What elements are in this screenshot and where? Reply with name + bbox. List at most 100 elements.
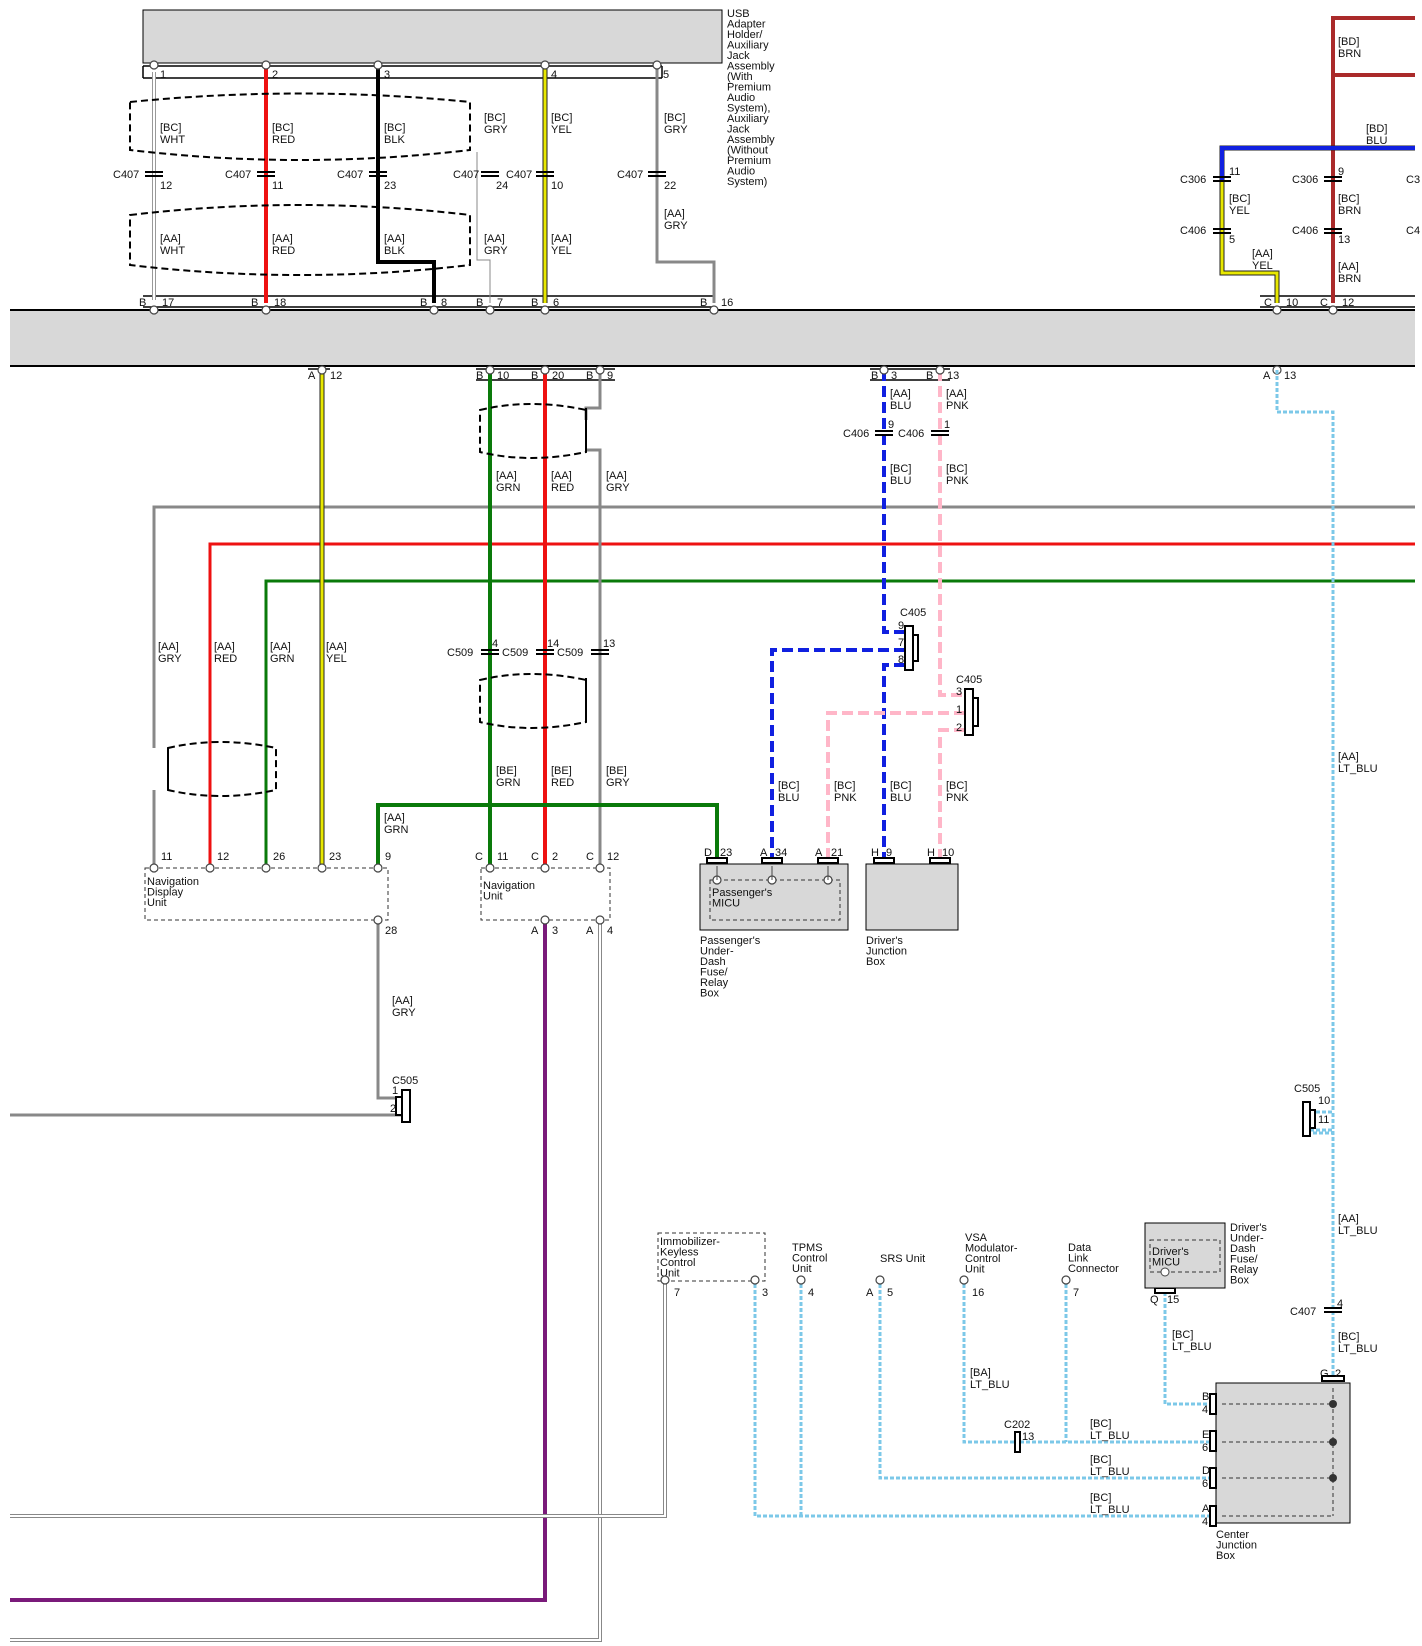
- svg-text:14: 14: [547, 638, 559, 650]
- svg-text:C405: C405: [956, 674, 982, 686]
- svg-text:C: C: [531, 851, 539, 863]
- svg-text:2: 2: [390, 1103, 396, 1115]
- svg-text:9: 9: [888, 419, 894, 431]
- svg-text:10: 10: [497, 370, 509, 382]
- svg-text:A: A: [760, 847, 768, 859]
- svg-text:C406: C406: [898, 428, 924, 440]
- middle-connectors: [395, 430, 979, 1123]
- svg-text:[AA]GRN: [AA]GRN: [270, 641, 295, 665]
- svg-text:3: 3: [552, 925, 558, 937]
- svg-text:[AA]BRN: [AA]BRN: [1338, 261, 1361, 285]
- svg-text:G: G: [1320, 1368, 1329, 1380]
- lt-blu-network: [753, 370, 1335, 1518]
- svg-text:5: 5: [663, 69, 669, 81]
- svg-text:C306: C306: [1292, 174, 1318, 186]
- svg-text:3: 3: [384, 69, 390, 81]
- svg-text:A: A: [866, 1287, 874, 1299]
- svg-text:C505: C505: [1294, 1083, 1320, 1095]
- svg-text:9: 9: [898, 620, 904, 632]
- svg-text:C407: C407: [337, 169, 363, 181]
- svg-text:C407: C407: [506, 169, 532, 181]
- svg-text:10: 10: [942, 847, 954, 859]
- svg-text:C: C: [586, 851, 594, 863]
- svg-text:H: H: [871, 847, 879, 859]
- svg-text:[BC]WHT: [BC]WHT: [160, 122, 185, 146]
- svg-text:34: 34: [775, 847, 787, 859]
- svg-text:15: 15: [1167, 1294, 1179, 1306]
- top-shields: [129, 92, 471, 276]
- svg-text:A: A: [308, 370, 316, 382]
- svg-text:3: 3: [891, 370, 897, 382]
- svg-text:4: 4: [1202, 1404, 1208, 1416]
- svg-text:6: 6: [1202, 1478, 1208, 1490]
- svg-text:13: 13: [1284, 370, 1296, 382]
- svg-text:9: 9: [385, 851, 391, 863]
- svg-text:A: A: [1202, 1503, 1210, 1515]
- nav-unit-wires: [10, 370, 719, 1642]
- svg-text:13: 13: [1022, 1431, 1034, 1443]
- svg-text:[AA]RED: [AA]RED: [551, 470, 574, 494]
- svg-text:11: 11: [161, 851, 172, 863]
- blu-pnk-wires: [770, 370, 965, 860]
- svg-text:C4: C4: [1406, 225, 1420, 237]
- svg-text:[AA]GRY: [AA]GRY: [158, 641, 182, 665]
- svg-text:16: 16: [721, 297, 733, 309]
- svg-text:1: 1: [944, 419, 950, 431]
- svg-text:C407: C407: [225, 169, 251, 181]
- svg-text:SRS Unit: SRS Unit: [880, 1253, 925, 1265]
- svg-text:B: B: [531, 370, 538, 382]
- svg-text:3: 3: [762, 1287, 768, 1299]
- svg-text:12: 12: [330, 370, 342, 382]
- svg-text:C3: C3: [1406, 174, 1420, 186]
- svg-text:23: 23: [720, 847, 732, 859]
- svg-text:[BC]GRY: [BC]GRY: [664, 112, 688, 136]
- svg-text:E: E: [1202, 1429, 1209, 1441]
- svg-text:C: C: [1264, 297, 1272, 309]
- svg-text:5: 5: [1229, 234, 1235, 246]
- svg-text:[BC]LT_BLU: [BC]LT_BLU: [1172, 1329, 1212, 1353]
- svg-text:[AA]GRY: [AA]GRY: [606, 470, 630, 494]
- svg-text:[AA]YEL: [AA]YEL: [1252, 248, 1273, 272]
- svg-text:[BC]PNK: [BC]PNK: [946, 780, 969, 804]
- svg-text:13: 13: [1338, 234, 1350, 246]
- svg-text:C406: C406: [843, 428, 869, 440]
- svg-text:[BE]GRN: [BE]GRN: [496, 765, 521, 789]
- svg-text:12: 12: [217, 851, 229, 863]
- svg-text:B: B: [871, 370, 878, 382]
- svg-text:[BC]LT_BLU: [BC]LT_BLU: [1090, 1454, 1130, 1478]
- svg-text:8: 8: [898, 654, 904, 666]
- svg-text:C: C: [1320, 297, 1328, 309]
- svg-text:9: 9: [886, 847, 892, 859]
- svg-text:26: 26: [273, 851, 285, 863]
- svg-text:1: 1: [392, 1085, 398, 1097]
- svg-text:[BC]GRY: [BC]GRY: [484, 112, 508, 136]
- svg-text:[BC]LT_BLU: [BC]LT_BLU: [1338, 1331, 1378, 1355]
- svg-text:16: 16: [972, 1287, 984, 1299]
- svg-text:17: 17: [162, 297, 174, 309]
- lt-blu-labels: C505 10 11 [AA]LT_BLU C407 4 [BC]LT_BLU …: [970, 1083, 1378, 1516]
- svg-text:22: 22: [664, 180, 676, 192]
- svg-text:B: B: [476, 297, 483, 309]
- svg-text:6: 6: [1202, 1442, 1208, 1454]
- svg-text:[BC]PNK: [BC]PNK: [834, 780, 857, 804]
- svg-text:4: 4: [551, 69, 557, 81]
- svg-text:C202: C202: [1004, 1419, 1030, 1431]
- svg-text:[BC]BRN: [BC]BRN: [1338, 193, 1361, 217]
- svg-text:[BC]PNK: [BC]PNK: [946, 463, 969, 487]
- svg-text:10: 10: [1286, 297, 1298, 309]
- svg-text:3: 3: [956, 686, 962, 698]
- svg-text:10: 10: [551, 180, 563, 192]
- top-pin-labels: 1 2 3 4 5 [BC]WHT [BC]RED [BC]BLK [BC]GR…: [113, 69, 733, 309]
- svg-text:18: 18: [274, 297, 286, 309]
- svg-text:C509: C509: [447, 647, 473, 659]
- svg-text:B: B: [476, 370, 483, 382]
